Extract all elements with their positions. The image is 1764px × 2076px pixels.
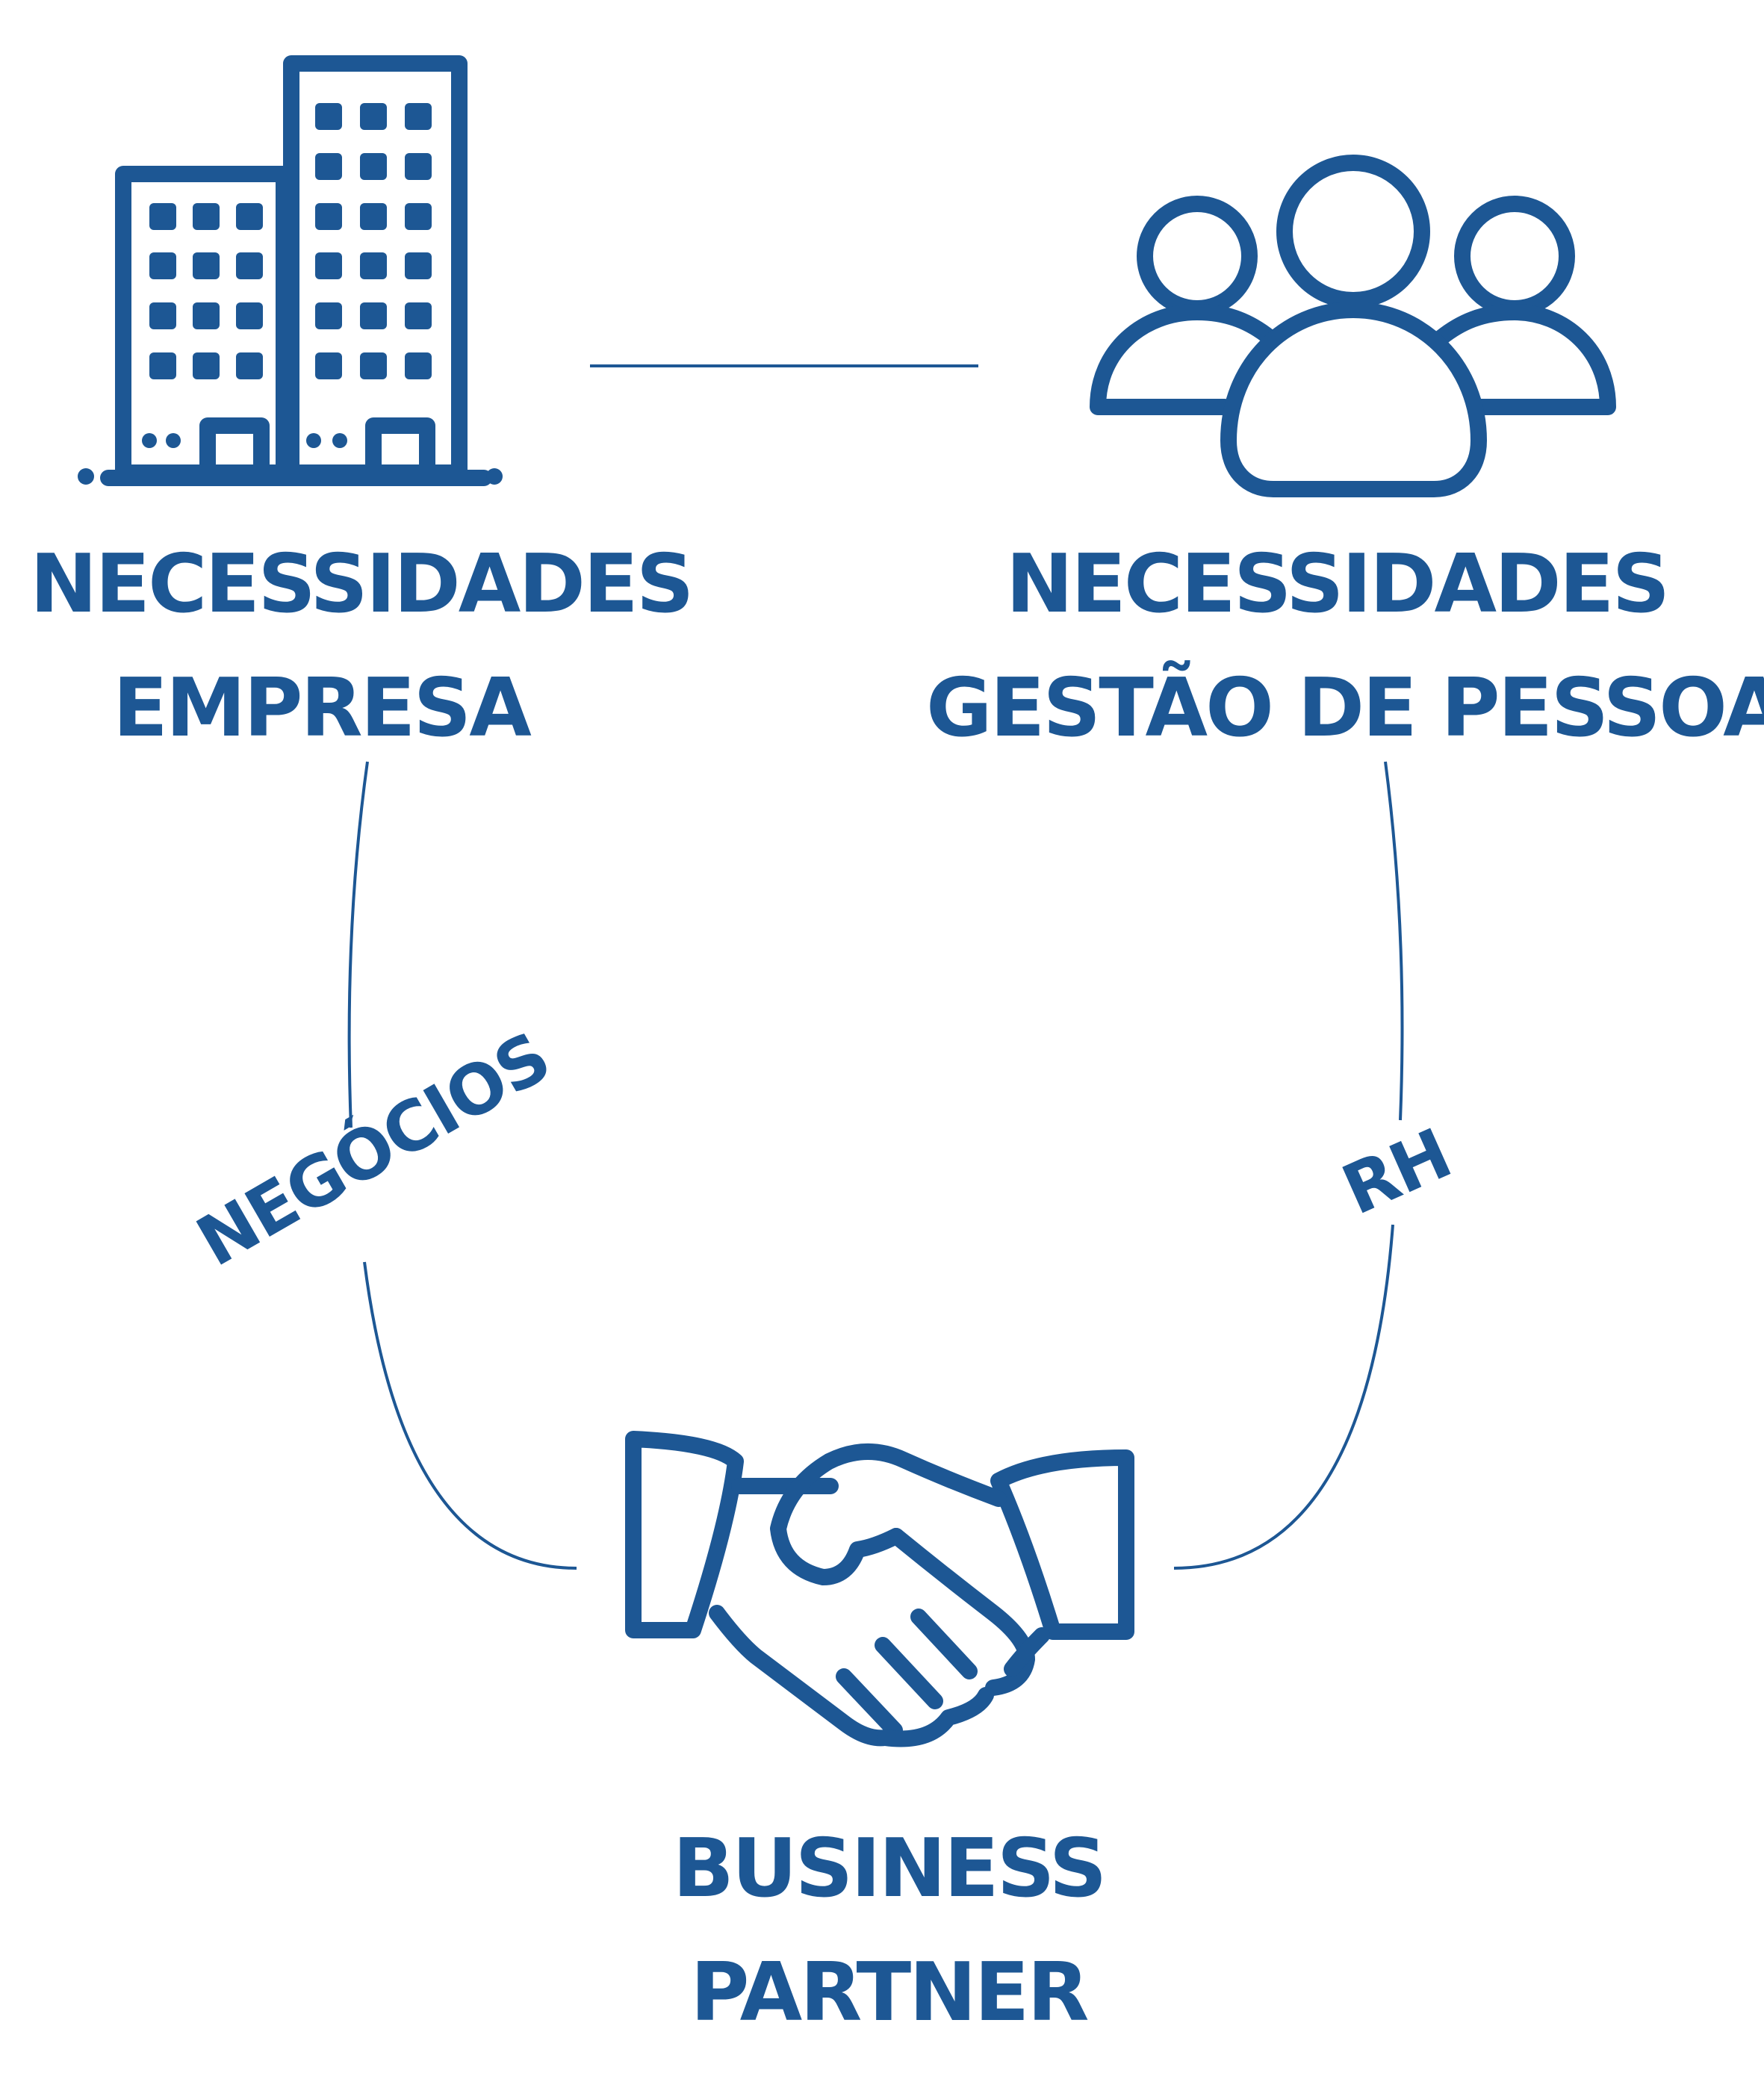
connector-empresa-negocios-upper [347, 761, 369, 1128]
node-pessoas-line2: GESTÃO DE PESSOAS [926, 662, 1764, 755]
connectors [347, 364, 1404, 1570]
node-empresa-line2: EMPRESA [113, 662, 532, 755]
node-pessoas-label: NECESSIDADES GESTÃO DE PESSOAS [926, 523, 1764, 771]
office-building-icon [78, 55, 503, 486]
node-business-partner-label: BUSINESS PARTNER [642, 1807, 1135, 2055]
people-group-icon [1090, 155, 1616, 497]
connector-empresa-negocios-lower [363, 1261, 577, 1570]
connector-pessoas-rh-lower [1173, 1224, 1394, 1570]
node-business-partner-line1: BUSINESS [672, 1822, 1108, 1915]
handshake-icon [625, 1431, 1134, 1747]
connector-pessoas-rh-upper [1384, 761, 1404, 1121]
node-business-partner-line2: PARTNER [690, 1946, 1089, 2039]
node-pessoas-line1: NECESSIDADES [1005, 538, 1671, 631]
node-empresa-label: NECESSIDADES EMPRESA [30, 523, 695, 771]
node-empresa-line1: NECESSIDADES [30, 538, 695, 631]
